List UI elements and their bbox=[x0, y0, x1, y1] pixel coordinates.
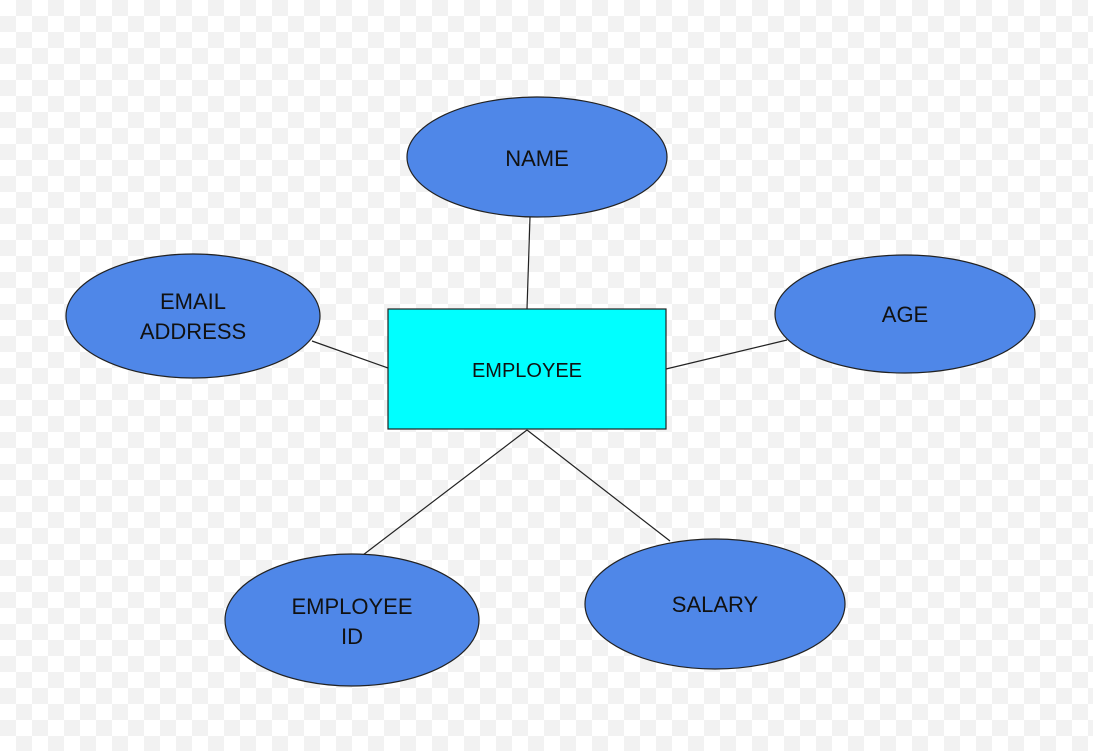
connector-employee-id bbox=[362, 429, 528, 556]
connector-email-address bbox=[311, 340, 389, 369]
connector-salary bbox=[526, 429, 671, 542]
attribute-email-address: EMAIL ADDRESS bbox=[65, 253, 321, 379]
attribute-employee-id-label-line2: ID bbox=[341, 624, 363, 649]
entity-employee: EMPLOYEE bbox=[387, 308, 667, 430]
attribute-age-ellipse bbox=[774, 254, 1036, 374]
attribute-name-ellipse bbox=[406, 96, 668, 218]
connector-name bbox=[526, 216, 531, 310]
attribute-employee-id: EMPLOYEE ID bbox=[224, 553, 480, 687]
attribute-name: NAME bbox=[406, 96, 668, 218]
attribute-salary-label: SALARY bbox=[672, 592, 759, 617]
attribute-age-label: AGE bbox=[882, 302, 928, 327]
attribute-salary-ellipse bbox=[584, 538, 846, 670]
attribute-email-address-ellipse bbox=[65, 253, 321, 379]
entity-employee-label: EMPLOYEE bbox=[472, 360, 582, 382]
attribute-employee-id-ellipse bbox=[224, 553, 480, 687]
attribute-name-label: NAME bbox=[505, 146, 569, 171]
attribute-age: AGE bbox=[774, 254, 1036, 374]
connectors bbox=[311, 216, 788, 556]
attribute-employee-id-label-line1: EMPLOYEE bbox=[291, 594, 412, 619]
connector-age bbox=[665, 339, 788, 370]
entity-employee-box bbox=[387, 308, 667, 430]
attribute-email-address-label-line2: ADDRESS bbox=[140, 319, 246, 344]
attribute-salary: SALARY bbox=[584, 538, 846, 670]
attribute-email-address-label-line1: EMAIL bbox=[160, 289, 226, 314]
